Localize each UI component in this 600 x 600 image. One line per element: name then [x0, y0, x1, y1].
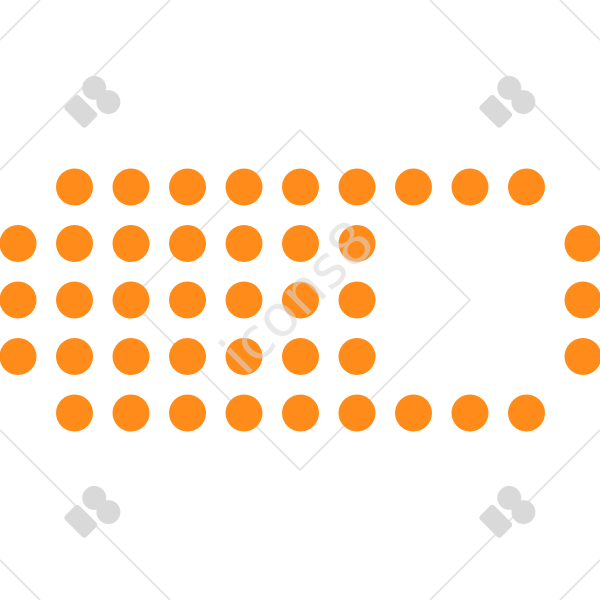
battery-outline-dot [395, 394, 432, 432]
watermark-logo-icon [64, 485, 121, 538]
battery-outline-dot [56, 168, 93, 206]
battery-outline-dot [169, 168, 206, 206]
battery-charge-dot [338, 281, 376, 319]
battery-charge-dot [169, 225, 206, 262]
battery-outline-dot [338, 394, 376, 432]
battery-charge-dot [282, 338, 319, 375]
battery-charge-dot [112, 225, 150, 262]
battery-outline-dot [508, 168, 545, 206]
battery-charge-dot [169, 281, 206, 319]
battery-charge-dot [56, 338, 93, 375]
battery-charge-dot [112, 338, 150, 375]
battery-charge-dot [282, 281, 319, 319]
battery-charge-dot [112, 281, 150, 319]
watermark-logo-icon [479, 75, 536, 128]
battery-outline-dot [112, 394, 150, 432]
battery-terminal-dot [564, 281, 600, 319]
battery-charge-dot [56, 281, 93, 319]
battery-charge-dot [282, 225, 319, 262]
battery-outline-dot [451, 394, 489, 432]
battery-terminal-dot [564, 338, 600, 375]
battery-outline-dot [225, 168, 263, 206]
battery-charge-dot [338, 225, 376, 262]
watermark-logos [64, 75, 536, 538]
battery-outline-dot [338, 168, 376, 206]
battery-charge-dot [169, 338, 206, 375]
battery-outline-dot [225, 394, 263, 432]
battery-outline-dot [169, 394, 206, 432]
battery-outline-dot [56, 394, 93, 432]
battery-terminal-dot [564, 225, 600, 262]
battery-outline-dot [112, 168, 150, 206]
watermark-text: icons8 [207, 207, 388, 388]
battery-charge-dot [225, 225, 263, 262]
battery-outline-dot [0, 225, 37, 262]
battery-charge-dot [225, 338, 263, 375]
battery-outline-dot [282, 168, 319, 206]
battery-outline-dot [0, 338, 37, 375]
watermark-logo-icon [64, 75, 121, 128]
battery-outline-dot [0, 281, 37, 319]
watermark-logo-icon [479, 485, 536, 538]
battery-outline-dot [282, 394, 319, 432]
battery-charge-dot [338, 338, 376, 375]
battery-charge-dot [56, 225, 93, 262]
battery-charge-dot [225, 281, 263, 319]
battery-outline-dot [508, 394, 545, 432]
battery-outline-dot [395, 168, 432, 206]
battery-outline-dot [451, 168, 489, 206]
